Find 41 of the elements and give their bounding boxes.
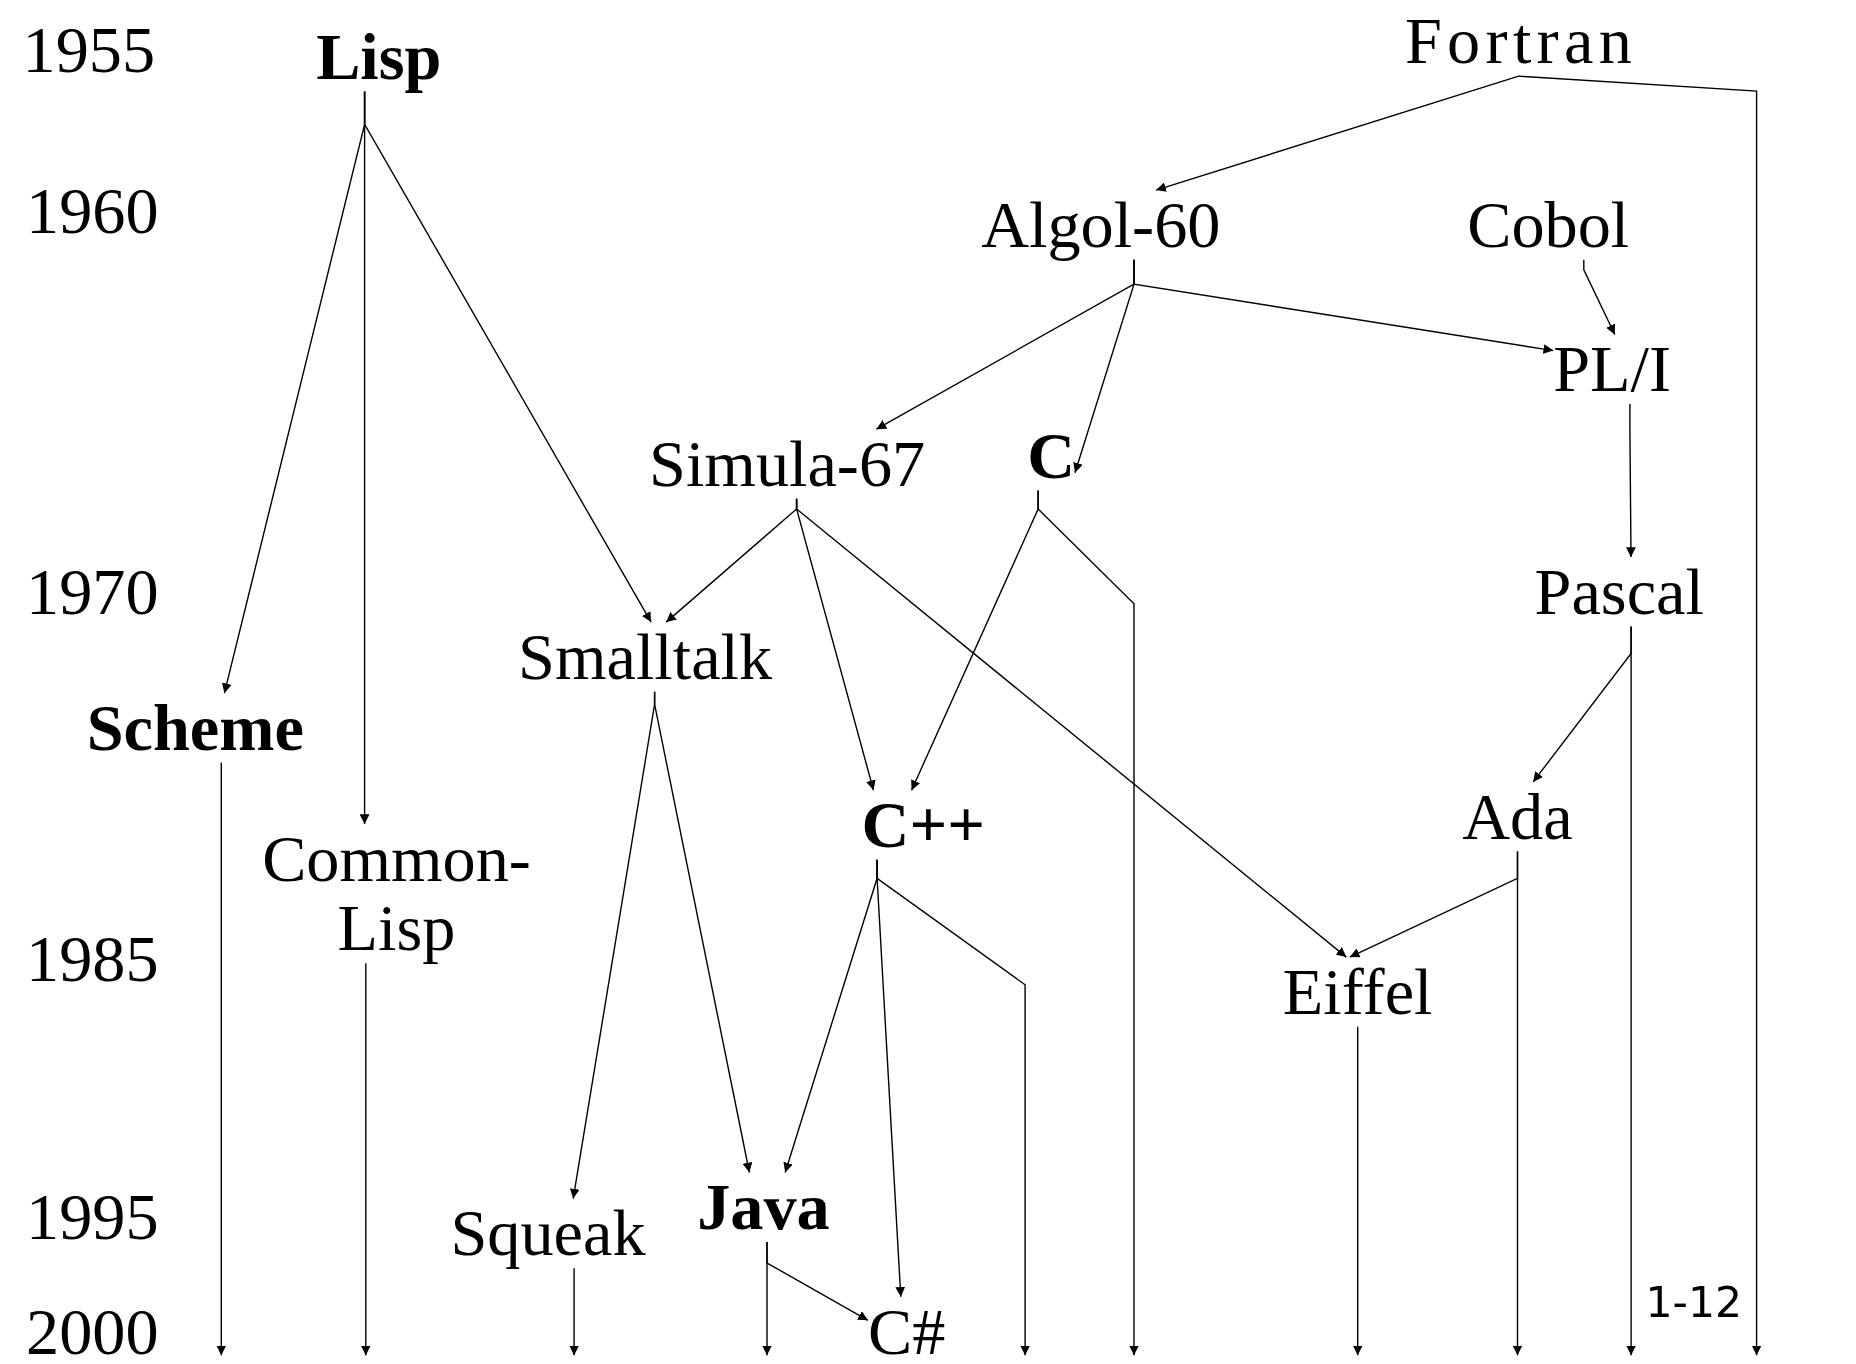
year-label: 1995 [26,1182,159,1252]
language-name: PL/I [1553,334,1672,405]
arrow [569,1267,579,1356]
language-name: Eiffel [1282,957,1433,1027]
language-name: Lisp [316,22,442,92]
arrow [1155,75,1520,192]
arrow [1626,625,1636,1356]
arrow [363,90,652,623]
year-label: 1960 [26,175,159,246]
arrow [1133,259,1554,354]
arrow [360,962,371,1356]
language-name: Smalltalk [518,622,773,692]
language-name: C++ [861,790,985,860]
language-name: Java [697,1172,830,1243]
year-label: 1985 [26,923,159,994]
arrow [1626,403,1636,558]
arrow [1583,259,1616,336]
arrow [1037,489,1139,1356]
language-name: Squeak [450,1198,646,1269]
year-label: 1955 [22,14,156,85]
arrow [1512,850,1523,1356]
language-name: C# [868,1296,946,1364]
language-name: C [1027,420,1075,491]
arrow [795,498,1347,958]
language-name: Pascal [1534,557,1704,627]
arrow [653,691,753,1174]
year-label: 2000 [26,1296,159,1364]
slide-number: 1-12 [1645,1279,1743,1325]
language-name: Fortran [1404,6,1638,77]
arrow [762,1241,772,1356]
year-label: 1970 [26,557,159,627]
language-name: Ada [1462,781,1573,852]
language-name: Algol-60 [981,190,1221,260]
arrow [1518,75,1762,1356]
language-name: Simula-67 [649,429,926,499]
arrow [876,859,1030,1356]
arrow [216,762,227,1356]
language-name: Scheme [86,693,304,763]
language-name: Common- Lisp [248,824,545,964]
language-name: Cobol [1467,190,1630,260]
arrow [1352,1026,1363,1356]
